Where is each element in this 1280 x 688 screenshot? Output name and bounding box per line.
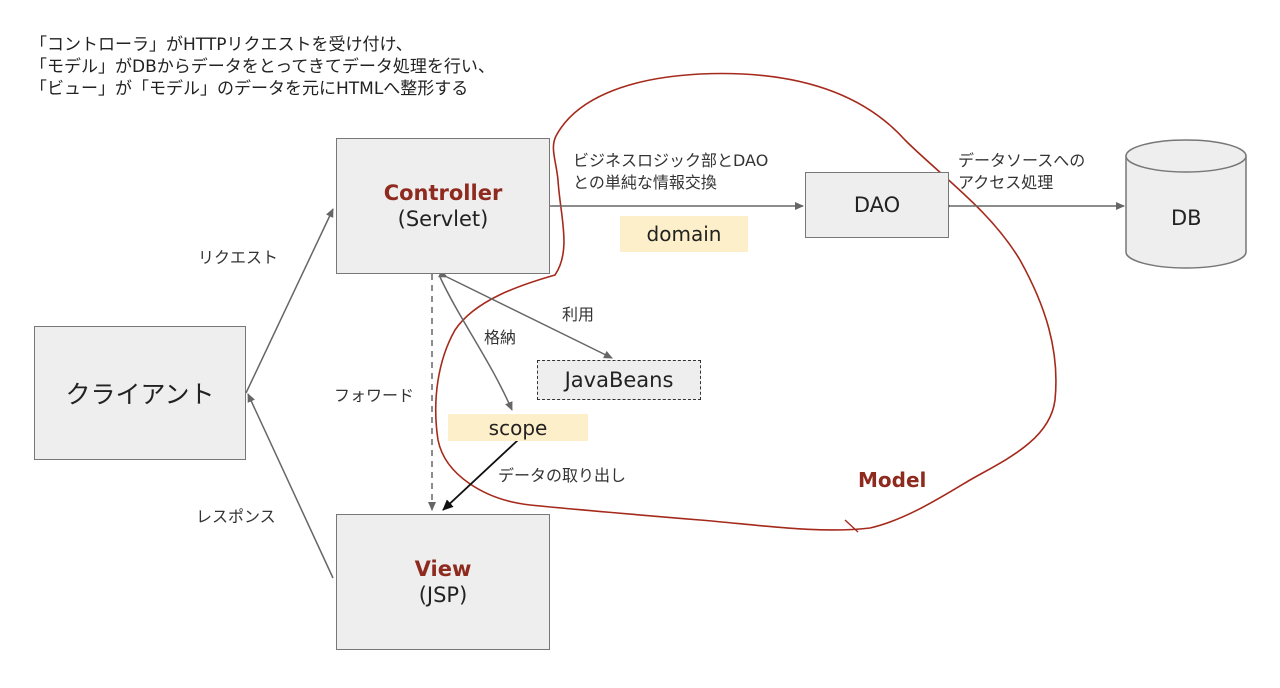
fetch-label: データの取り出し	[498, 466, 627, 485]
intro-line-3: 「ビュー」が「モデル」のデータを元にHTMLへ整形する	[30, 79, 469, 99]
view-box: View (JSP)	[336, 514, 550, 650]
response-arrow	[247, 393, 334, 579]
db-label: DB	[1171, 206, 1202, 230]
use-arrow	[438, 269, 613, 359]
client-label: クライアント	[65, 380, 215, 409]
datasource-label-line1: データソースへの	[958, 151, 1086, 170]
business-label-line2: との単純な情報交換	[573, 173, 717, 192]
controller-box: Controller (Servlet)	[336, 138, 550, 274]
javabeans-label: JavaBeans	[564, 368, 674, 392]
db-cylinder	[1125, 139, 1247, 269]
store-arrow	[439, 276, 513, 411]
dao-label: DAO	[853, 193, 901, 217]
intro-line-2: 「モデル」がDBからデータをとってきてデータ処理を行い、	[30, 57, 495, 77]
view-title: View	[414, 557, 472, 581]
view-subtitle: (JSP)	[418, 583, 468, 607]
scope-label: scope	[448, 414, 588, 441]
intro-text: 「コントローラ」がHTTPリクエストを受け付け、 「モデル」がDBからデータをと…	[30, 34, 495, 100]
fetch-arrow	[442, 439, 519, 511]
datasource-label-line2: アクセス処理	[958, 173, 1054, 192]
use-label: 利用	[562, 305, 595, 324]
model-label: Model	[858, 468, 927, 492]
client-box: クライアント	[34, 326, 246, 460]
controller-title: Controller	[383, 181, 503, 205]
store-label: 格納	[484, 328, 517, 347]
business-label-line1: ビジネスロジック部とDAO	[573, 151, 769, 170]
domain-label: domain	[620, 216, 748, 252]
javabeans-box: JavaBeans	[537, 360, 701, 400]
model-boundary-tick	[844, 519, 859, 533]
controller-subtitle: (Servlet)	[397, 207, 489, 231]
intro-line-1: 「コントローラ」がHTTPリクエストを受け付け、	[30, 35, 413, 55]
dao-box: DAO	[805, 172, 949, 238]
request-arrow	[245, 208, 334, 394]
forward-label: フォワード	[334, 386, 415, 405]
response-label: レスポンス	[196, 507, 276, 526]
request-label: リクエスト	[198, 248, 279, 267]
